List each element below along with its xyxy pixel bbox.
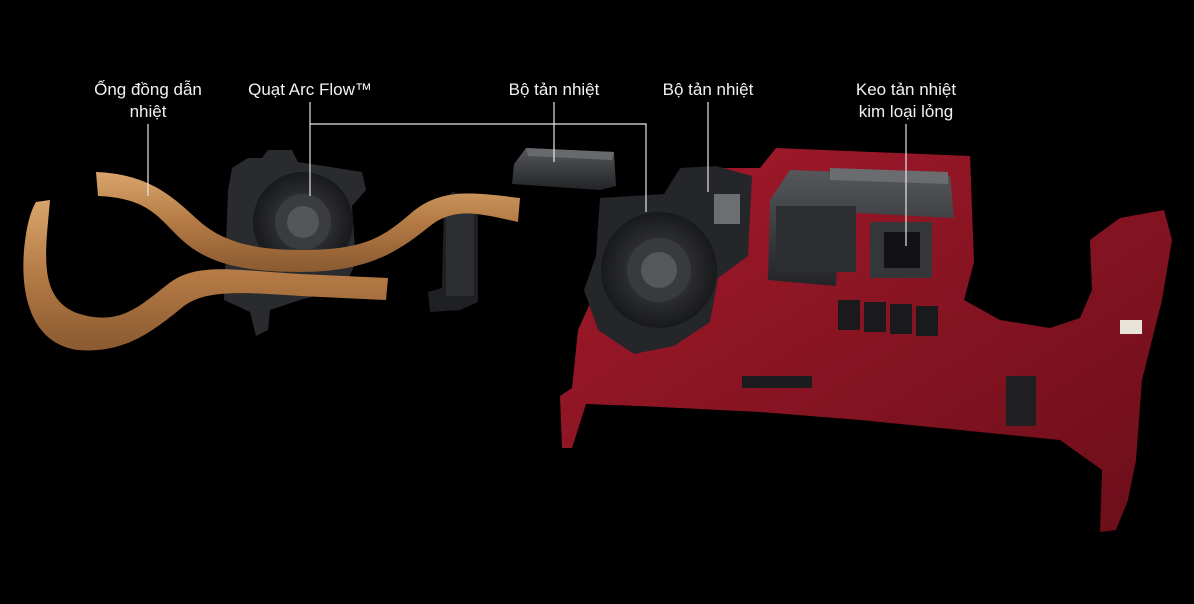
label-heatsink-1-line-1: Bộ tản nhiệt xyxy=(508,80,600,99)
label-liquid-metal-line-1: Keo tản nhiệt xyxy=(855,80,957,99)
label-heatpipe-line-2: nhiệt xyxy=(129,102,167,121)
copper-heatpipes xyxy=(23,172,520,351)
label-heatsink-2: Bộ tản nhiệt xyxy=(646,79,770,101)
label-heatsink-1: Bộ tản nhiệt xyxy=(492,79,616,101)
label-heatpipe: Ống đồng dẫn nhiệt xyxy=(78,79,218,123)
label-fan-line-1: Quạt Arc Flow™ xyxy=(248,80,372,99)
label-fan: Quạt Arc Flow™ xyxy=(232,79,388,101)
label-liquid-metal: Keo tản nhiệt kim loại lỏng xyxy=(826,79,986,123)
small-heatsink-block xyxy=(512,148,616,190)
label-heatsink-2-line-1: Bộ tản nhiệt xyxy=(662,80,754,99)
label-heatpipe-line-1: Ống đồng dẫn xyxy=(94,80,202,99)
board-heatsink-plates xyxy=(768,168,954,286)
right-fan xyxy=(584,166,752,354)
leader-fan-branch xyxy=(310,123,647,212)
label-liquid-metal-line-2: kim loại lỏng xyxy=(858,102,954,121)
left-fan xyxy=(224,150,366,336)
leader-lines xyxy=(147,102,907,246)
left-heatsink-fins xyxy=(428,192,478,312)
